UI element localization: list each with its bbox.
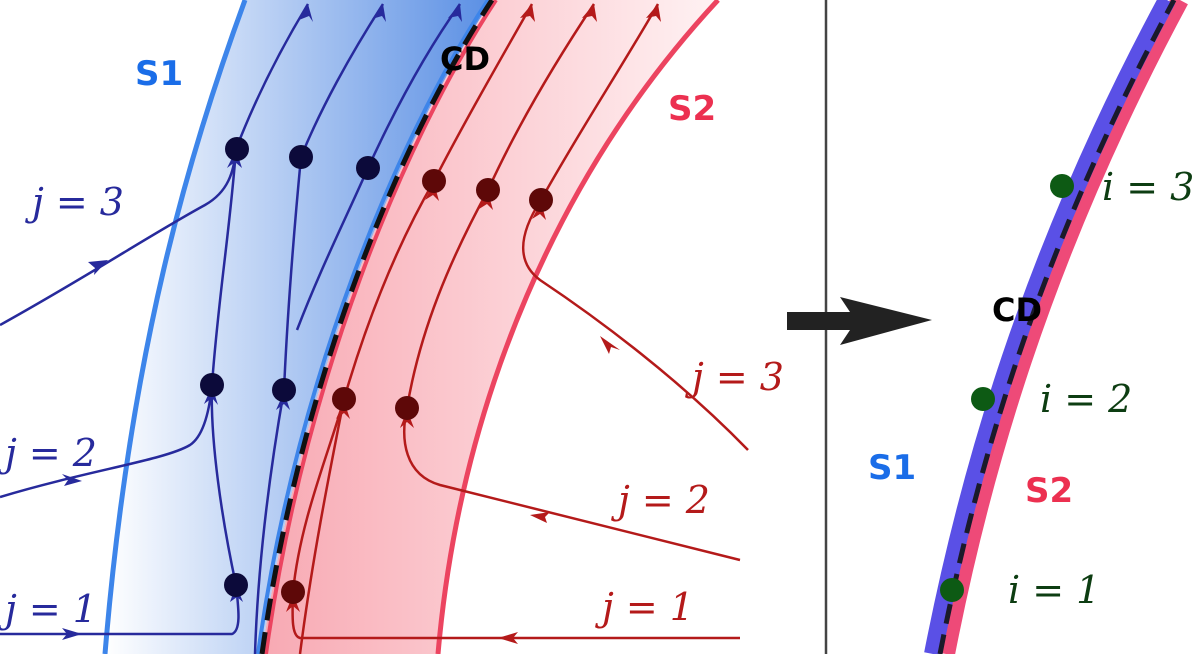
green-dot [940, 578, 964, 602]
blue-dot [225, 137, 249, 161]
red-dot [529, 188, 553, 212]
right-label-s1: S1 [868, 448, 916, 488]
surface-s1-line [102, 0, 248, 654]
blue-dot [224, 573, 248, 597]
surface-s2-line [435, 0, 720, 654]
blue-inflow-arrow-j2 [62, 474, 82, 486]
red-arrowhead-2 [582, 4, 597, 22]
red-dot [332, 387, 356, 411]
right-blue-band [924, 0, 1175, 654]
red-inflow-arrow-j2 [530, 512, 550, 523]
red-flow-line-3 [539, 3, 660, 201]
blue-flow-line-1 [210, 3, 310, 586]
green-dot [971, 387, 995, 411]
blue-inflow-j3 [0, 148, 238, 327]
red-arrowhead-1 [520, 4, 535, 22]
label-red-j2: j = 2 [611, 478, 710, 522]
red-dot [476, 178, 500, 202]
left-panel: S1 CD S2 j = 3 j = 2 j = 1 j = 3 j = 2 j… [0, 0, 784, 654]
right-label-cd: CD [992, 291, 1042, 329]
label-s1: S1 [135, 54, 183, 94]
red-inflow-arrow-j3 [600, 336, 620, 354]
red-dot [422, 169, 446, 193]
label-blue-j3: j = 3 [25, 180, 124, 224]
red-dot [395, 396, 419, 420]
right-red-band [937, 0, 1188, 654]
label-red-j1: j = 1 [595, 585, 694, 629]
red-flow-line-4 [298, 398, 346, 654]
contact-blue-edge [256, 0, 490, 654]
label-blue-j1: j = 1 [0, 587, 97, 631]
right-label-i3: i = 3 [1102, 165, 1194, 209]
blue-inflow-arrow-j3 [88, 260, 108, 275]
transition-arrow-icon [787, 297, 932, 345]
red-shocked-region [262, 0, 718, 654]
red-inflow-j2 [403, 407, 741, 562]
right-label-i1: i = 1 [1008, 568, 1100, 612]
blue-dot [200, 373, 224, 397]
blue-inflow-arrow-j1 [62, 628, 82, 640]
contact-red-edge [264, 0, 498, 654]
right-panel: CD S1 S2 i = 3 i = 2 i = 1 [868, 0, 1194, 654]
red-inflow-j3 [522, 199, 749, 451]
blue-arrowhead-1 [299, 4, 313, 22]
blue-dot [356, 156, 380, 180]
label-blue-j2: j = 2 [0, 431, 97, 475]
blue-arrowhead-2 [372, 4, 386, 22]
blue-dot [289, 145, 313, 169]
red-flow-line-1 [291, 3, 534, 593]
right-contact-line [937, 0, 1177, 654]
blue-inflow-j2 [0, 384, 214, 499]
red-arrowhead-3 [646, 4, 661, 22]
blue-arrowhead-3 [448, 4, 462, 22]
label-cd: CD [440, 40, 490, 78]
label-s2: S2 [668, 89, 716, 129]
red-dot [281, 580, 305, 604]
blue-flow-line-2 [253, 3, 385, 654]
blue-dot [272, 378, 296, 402]
right-label-s2: S2 [1025, 471, 1073, 511]
green-dot [1050, 174, 1074, 198]
red-inflow-arrow-j1 [498, 632, 518, 644]
right-label-i2: i = 2 [1040, 377, 1132, 421]
label-red-j3: j = 3 [685, 355, 784, 399]
contact-discontinuity-line [259, 0, 495, 654]
